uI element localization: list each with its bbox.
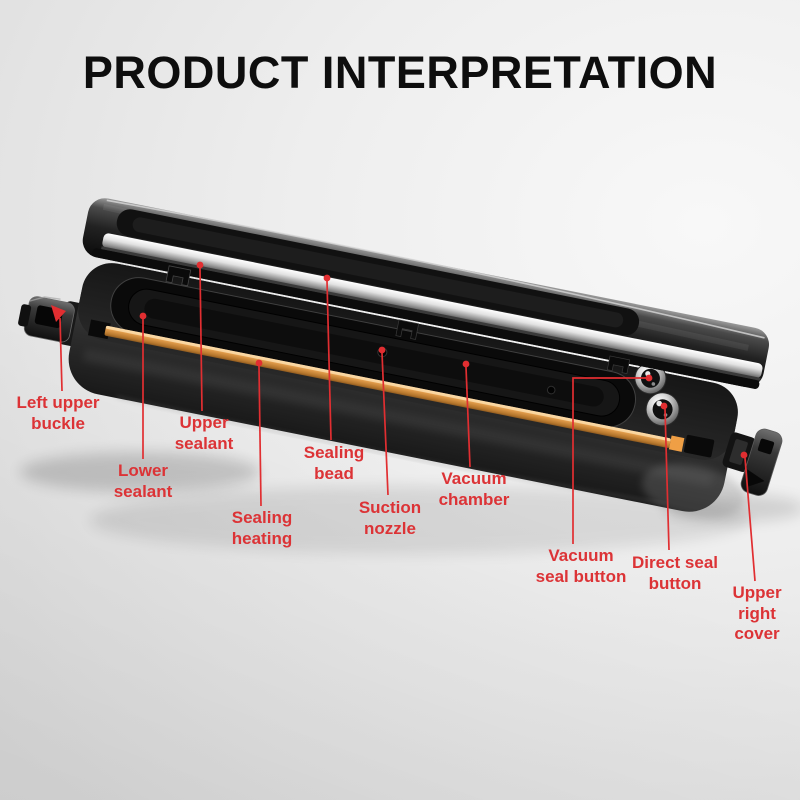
device-lid — [82, 198, 770, 389]
label-suction-nozzle: Suction nozzle — [358, 498, 422, 538]
lid-latch — [165, 265, 192, 287]
label-vacuum-seal-button: Vacuum seal button — [535, 546, 627, 586]
dot-direct-seal-button — [660, 402, 668, 410]
upper-sealant-part — [92, 248, 760, 389]
device-base — [68, 263, 745, 519]
leader-vacuum-seal-button — [572, 377, 646, 544]
leader-direct-seal-button — [664, 408, 670, 551]
page-title: PRODUCT INTERPRETATION — [82, 47, 718, 98]
vacuum-sealer-device — [18, 198, 783, 519]
label-upper-right-cover: Upper right cover — [732, 583, 782, 643]
dot-vacuum-chamber — [462, 360, 470, 368]
leader-left-upper-buckle — [59, 317, 63, 392]
leader-upper-right-cover — [744, 457, 756, 582]
dot-vacuum-seal-button — [645, 374, 653, 382]
leader-vacuum-chamber — [465, 366, 471, 468]
label-left-upper-buckle: Left upper buckle — [16, 393, 100, 433]
arrow-left-upper-buckle — [51, 305, 66, 322]
leader-sealing-heating — [258, 365, 262, 507]
label-sealing-bead: Sealing bead — [303, 443, 365, 483]
leader-suction-nozzle — [381, 352, 389, 496]
label-sealing-heating: Sealing heating — [231, 508, 293, 548]
leader-lines — [51, 261, 756, 582]
upper-right-cover-part — [722, 428, 783, 496]
dot-suction-nozzle — [378, 346, 386, 354]
label-direct-seal-button: Direct seal button — [632, 553, 718, 593]
dot-sealing-bead — [323, 274, 331, 282]
dot-upper-sealant — [196, 261, 204, 269]
label-vacuum-chamber: Vacuum chamber — [438, 469, 510, 509]
base-latch — [395, 319, 420, 340]
leader-sealing-bead — [326, 280, 332, 441]
dot-sealing-heating — [255, 359, 263, 367]
sealing-bead-part — [102, 233, 763, 378]
label-lower-sealant: Lower sealant — [113, 461, 173, 501]
label-upper-sealant: Upper sealant — [174, 413, 234, 453]
leader-upper-sealant — [199, 267, 203, 412]
dot-lower-sealant — [139, 312, 147, 320]
direct-seal-button-part — [645, 392, 680, 427]
dot-upper-right-cover — [740, 451, 748, 459]
